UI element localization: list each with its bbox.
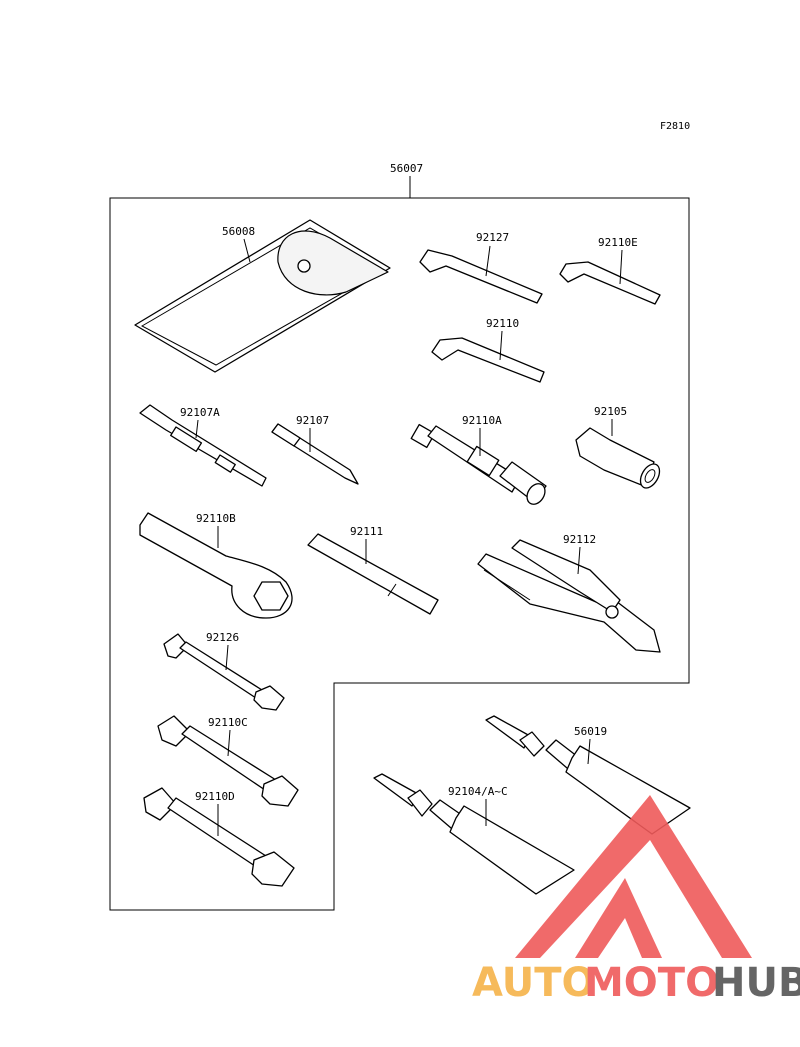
hex-key-92127 [419, 249, 543, 304]
watermark-hub: HUB [712, 960, 800, 1006]
ring-spanner-92110B [139, 512, 293, 619]
screwdriver-92107A [139, 404, 267, 487]
label-92104: 92104/A~C [448, 785, 508, 798]
hex-key-92110E [559, 261, 661, 305]
label-92110D: 92110D [195, 790, 235, 803]
label-92110C: 92110C [208, 716, 248, 729]
label-56019: 56019 [574, 725, 607, 738]
label-92111: 92111 [350, 525, 383, 538]
label-92112: 92112 [563, 533, 596, 546]
label-92105: 92105 [594, 405, 627, 418]
watermark-triangle-icon [515, 795, 752, 958]
watermark-logo: AUTO MOTO HUB [472, 795, 800, 1006]
label-92110B: 92110B [196, 512, 236, 525]
hex-key-92110 [431, 337, 545, 383]
screwdriver-92107 [271, 423, 359, 485]
watermark-moto: MOTO [584, 960, 719, 1006]
label-56007: 56007 [390, 162, 423, 175]
label-92110E: 92110E [598, 236, 638, 249]
kit-outline [109, 197, 690, 911]
socket-92105 [575, 427, 661, 489]
figure-id: F2810 [660, 121, 690, 132]
label-56008: 56008 [222, 225, 255, 238]
label-92127: 92127 [476, 231, 509, 244]
watermark-auto: AUTO [472, 960, 596, 1006]
spanner-92126 [163, 633, 285, 711]
spanner-92110C [157, 715, 299, 807]
label-92126: 92126 [206, 631, 239, 644]
handle-92111 [307, 533, 439, 615]
grease-tube-92104 [373, 773, 575, 895]
label-92107: 92107 [296, 414, 329, 427]
pliers-92112 [477, 539, 661, 653]
box-wrench-92110A [410, 423, 547, 505]
label-92110A: 92110A [462, 414, 502, 427]
spanner-92110D [143, 787, 295, 887]
tool-bag-56008 [134, 219, 391, 373]
label-92107A: 92107A [180, 406, 220, 419]
label-92110: 92110 [486, 317, 519, 330]
